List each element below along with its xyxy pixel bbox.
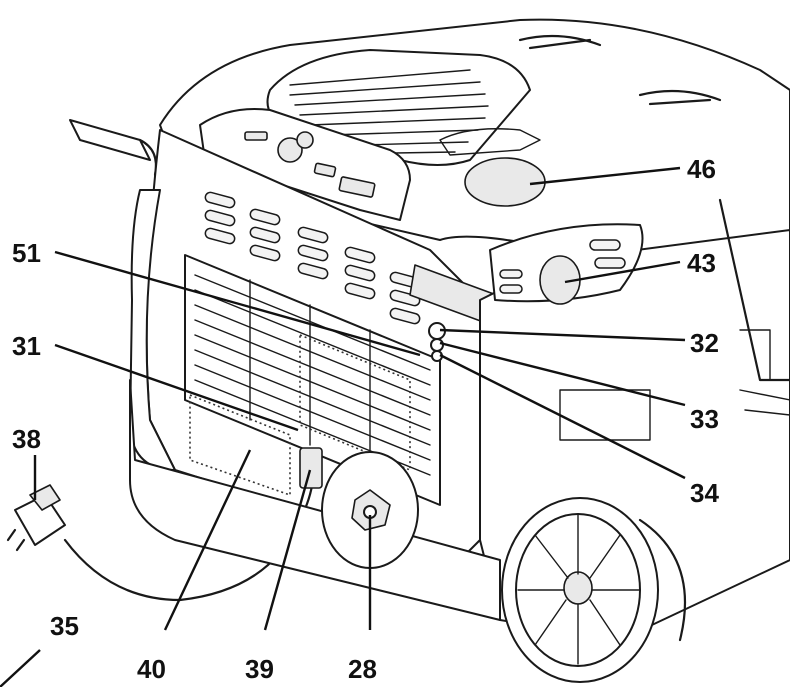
callout-43: 43 [687,248,716,278]
rear-grille [184,254,441,506]
leader-43 [564,260,681,284]
callout-51: 51 [12,238,41,268]
leader-lines [0,166,686,687]
callout-28: 28 [348,654,377,684]
control-panel [199,108,411,221]
power-plug [6,484,66,552]
drain-knob-28 [321,451,419,569]
leader-39 [263,469,312,631]
callout-40: 40 [137,654,166,684]
callout-33: 33 [690,404,719,434]
callout-35: 35 [50,611,79,641]
leader-51 [54,250,421,357]
callout-labels: 51 31 38 35 40 39 28 46 43 32 33 34 [12,154,719,684]
left-body [129,189,501,621]
leader-46 [529,166,681,186]
fuel-cap [464,157,546,207]
callout-32: 32 [690,328,719,358]
callout-34: 34 [690,478,719,508]
leader-35 [0,649,41,687]
rear-panel [63,129,511,602]
rear-louvres [204,191,421,325]
leader-34 [439,353,686,480]
callout-38: 38 [12,424,41,454]
wheel [501,497,687,683]
callout-39: 39 [245,654,274,684]
callout-31: 31 [12,331,41,361]
leader-31 [54,343,299,432]
leader-40 [163,449,252,631]
leader-32 [439,328,686,342]
callout-46: 46 [687,154,716,184]
leader-33 [439,341,686,407]
